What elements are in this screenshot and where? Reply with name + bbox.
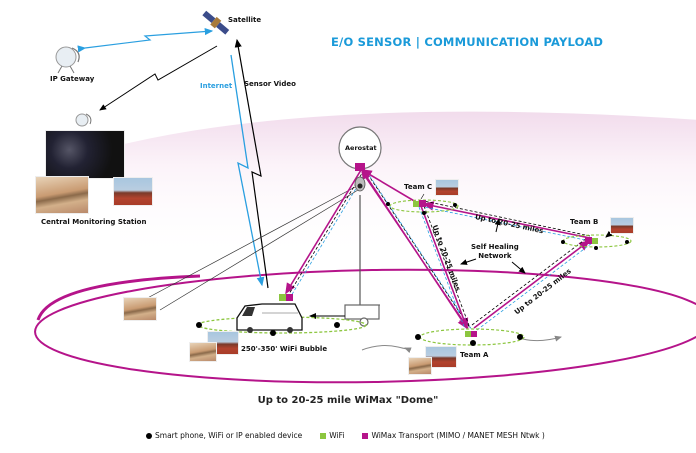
station-dish-icon xyxy=(75,113,92,127)
internet-label: Internet xyxy=(200,82,233,90)
self-healing-label: Self Healing Network xyxy=(471,243,519,261)
desert-convoy-photo xyxy=(35,176,89,214)
satellite-station-link xyxy=(99,45,218,111)
gateway-satellite-link xyxy=(77,27,214,53)
legend-item-wifi: WiFi xyxy=(320,431,344,440)
legend-label: Smart phone, WiFi or IP enabled device xyxy=(155,431,303,440)
device-dot-icon xyxy=(146,432,152,439)
ip-gateway-dish-icon xyxy=(55,46,80,74)
central-station-label: Central Monitoring Station xyxy=(41,218,147,226)
self-healing-line2: Network xyxy=(478,252,512,260)
team-c-label: Team C xyxy=(404,183,433,191)
legend: Smart phone, WiFi or IP enabled device W… xyxy=(146,431,559,440)
team-a-wimax-node xyxy=(471,331,477,337)
legend-label: WiFi xyxy=(329,431,345,440)
trailer xyxy=(344,304,380,320)
team-a-label: Team A xyxy=(460,351,489,359)
dome-caption: Up to 20-25 mile WiMax "Dome" xyxy=(257,395,439,406)
sensor-video-link xyxy=(234,38,269,289)
van-desert-photo xyxy=(189,342,217,362)
team-b-wimax-node xyxy=(585,237,592,244)
van-wifi-node xyxy=(279,294,286,301)
device-dots xyxy=(196,202,629,346)
team-b-label: Team B xyxy=(570,218,599,226)
aerostat-wimax-node xyxy=(355,163,365,171)
self-healing-line1: Self Healing xyxy=(471,243,519,251)
van-wimax-node xyxy=(286,294,293,301)
team-c-wifi-node xyxy=(413,201,419,207)
control-room-photo xyxy=(45,130,125,179)
legend-label: WiMax Transport (MIMO / MANET MESH Ntwk … xyxy=(371,431,545,440)
background-arc xyxy=(120,111,696,260)
team-photo xyxy=(113,177,153,206)
wimax-dome-ellipse xyxy=(34,268,696,384)
satellite-label: Satellite xyxy=(228,16,262,24)
legend-item-wimax: WiMax Transport (MIMO / MANET MESH Ntwk … xyxy=(362,431,545,440)
van-icon xyxy=(236,303,303,333)
team-c-photo xyxy=(435,179,459,196)
wimax-square-icon xyxy=(362,432,369,439)
team-b-photo xyxy=(610,217,634,234)
team-a-wifi-node xyxy=(465,331,471,337)
team-c-wimax-node xyxy=(419,200,426,207)
satellite-icon xyxy=(202,10,230,35)
page-title: E/O SENSOR | COMMUNICATION PAYLOAD xyxy=(331,35,604,49)
internet-link xyxy=(230,54,265,287)
team-a-desert-photo xyxy=(408,357,432,375)
sensor-video-label: Sensor Video xyxy=(244,80,296,88)
ip-gateway-label: IP Gateway xyxy=(50,75,95,83)
field-photo-left xyxy=(123,297,157,321)
aerostat-label: Aerostat xyxy=(345,144,377,152)
wifi-bubble-label: 250'-350' WiFi Bubble xyxy=(241,345,328,353)
wifi-square-icon xyxy=(320,432,327,439)
legend-item-device: Smart phone, WiFi or IP enabled device xyxy=(146,431,302,440)
team-b-wifi-node xyxy=(592,238,598,244)
wimax-links xyxy=(285,169,593,331)
